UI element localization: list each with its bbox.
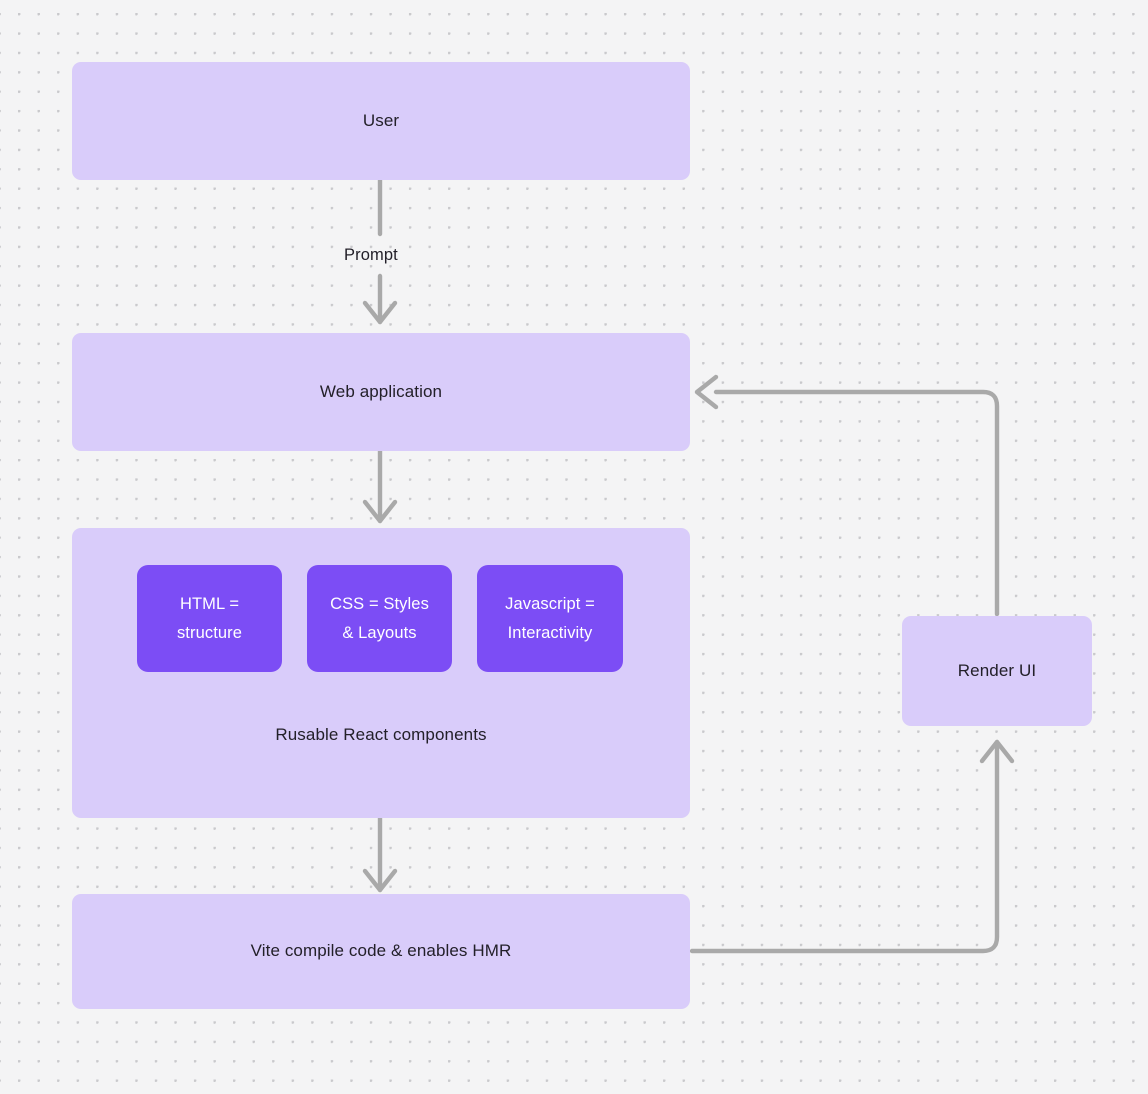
css-chip[interactable]: CSS = Styles & Layouts <box>307 565 452 672</box>
node-web-application[interactable]: Web application <box>72 333 690 451</box>
node-vite[interactable]: Vite compile code & enables HMR <box>72 894 690 1009</box>
node-web-application-label: Web application <box>319 381 443 401</box>
node-render-ui[interactable]: Render UI <box>902 616 1092 726</box>
node-vite-label: Vite compile code & enables HMR <box>250 941 512 961</box>
node-user-label: User <box>362 110 400 130</box>
html-chip[interactable]: HTML = structure <box>137 565 282 672</box>
html-chip-label: HTML = structure <box>176 595 243 642</box>
edge-vite-to-render-ui <box>689 739 1015 954</box>
edge-web-application-to-components <box>362 448 398 524</box>
node-components-group[interactable]: HTML = structure CSS = Styles & Layouts … <box>72 528 690 818</box>
javascript-chip[interactable]: Javascript = Interactivity <box>477 565 623 672</box>
components-group-title: Rusable React components <box>275 725 487 744</box>
edge-label-prompt: Prompt <box>344 246 398 264</box>
css-chip-label: CSS = Styles & Layouts <box>330 595 429 642</box>
edge-render-ui-to-web-application <box>694 374 1000 617</box>
javascript-chip-label: Javascript = Interactivity <box>505 595 595 642</box>
node-user[interactable]: User <box>72 62 690 180</box>
edge-components-to-vite <box>362 815 398 893</box>
node-render-ui-label: Render UI <box>957 660 1037 680</box>
